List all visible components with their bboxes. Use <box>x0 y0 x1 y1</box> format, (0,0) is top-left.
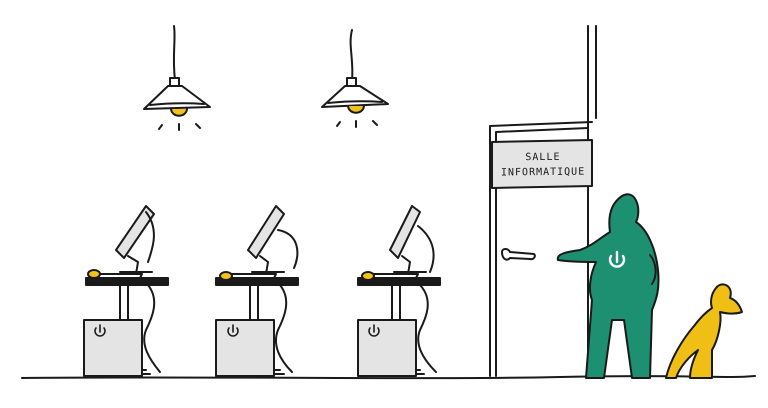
wall-edge <box>587 25 597 377</box>
keyboard <box>229 273 277 279</box>
door <box>489 25 597 377</box>
mouse <box>361 271 375 281</box>
monitor <box>115 205 155 259</box>
door-sign-line-2: INFORMATIQUE <box>500 166 586 179</box>
computer-workstation <box>215 205 299 377</box>
power-icon <box>227 324 239 337</box>
door-sign: SALLE INFORMATIQUE <box>494 144 592 185</box>
computer-tower <box>357 319 417 377</box>
door-handle <box>501 248 536 261</box>
ceiling-lamp <box>143 25 211 131</box>
power-icon <box>94 324 106 337</box>
mouse <box>219 271 233 281</box>
computer-tower <box>215 319 275 377</box>
computer-workstation <box>83 205 169 377</box>
power-icon <box>608 250 626 268</box>
door-frame <box>489 121 593 377</box>
person-main <box>556 193 660 379</box>
ceiling-lamp <box>321 29 389 128</box>
keyboard <box>97 273 143 279</box>
keyboard <box>371 273 419 279</box>
monitor <box>389 205 421 259</box>
mouse <box>87 269 101 279</box>
person-secondary <box>665 283 743 379</box>
computer-tower <box>83 319 143 377</box>
monitor <box>247 205 285 259</box>
door-sign-line-1: SALLE <box>525 151 561 164</box>
door-sign-plate <box>491 139 593 189</box>
computer-workstation <box>357 205 441 377</box>
power-icon <box>368 324 380 337</box>
